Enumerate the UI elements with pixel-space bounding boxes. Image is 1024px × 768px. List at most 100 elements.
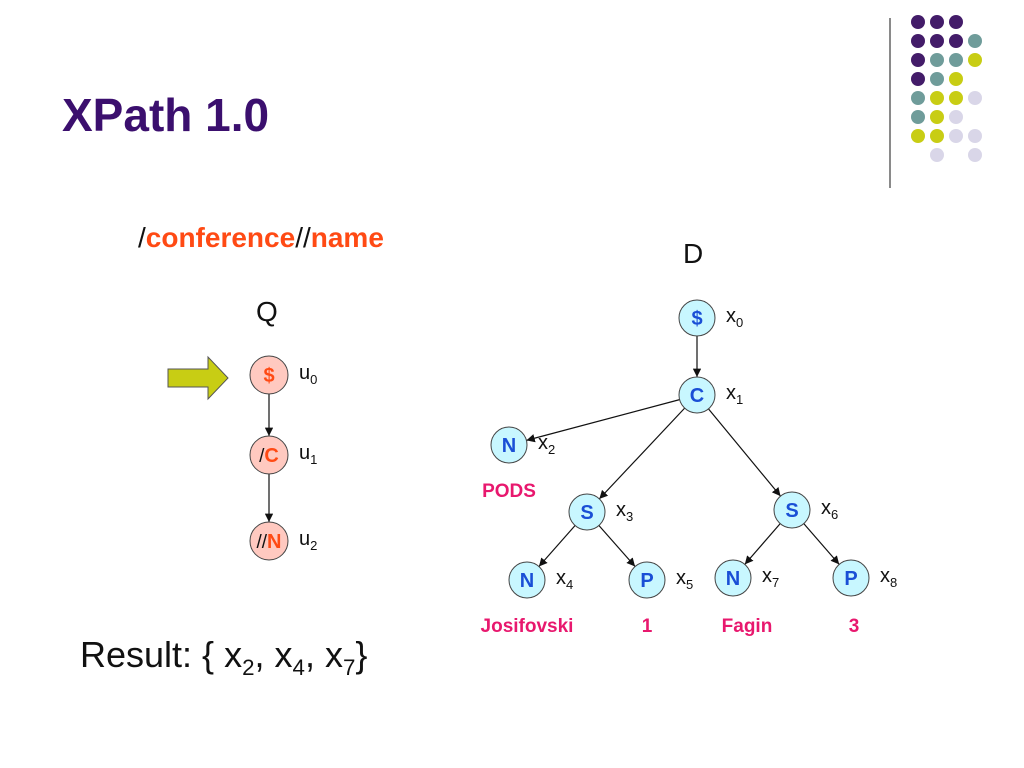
result-suffix: } — [355, 634, 368, 675]
doc-node-circle — [490, 426, 528, 464]
result-sub-3: 7 — [342, 655, 356, 681]
doc-node-var-sub: 2 — [548, 442, 555, 457]
doc-node-value: Fagin — [722, 616, 773, 637]
doc-edge-x6-x7 — [744, 523, 781, 565]
query-step-name: name — [310, 222, 384, 253]
decor-dot-lavender — [949, 110, 963, 124]
doc-node-label: N — [502, 435, 516, 457]
decor-dot-purple — [930, 34, 944, 48]
query-node-var-sub: 1 — [310, 452, 317, 467]
decor-dot-purple — [911, 53, 925, 67]
doc-node-x0: $ x0 — [678, 299, 743, 337]
arrow-right-icon — [167, 355, 229, 401]
doc-node-var-sub: 6 — [831, 507, 838, 522]
doc-node-var: x7 — [762, 565, 779, 590]
doc-node-value: 1 — [642, 616, 653, 637]
decor-dot-teal — [930, 72, 944, 86]
decor-dot-lavender — [949, 129, 963, 143]
doc-edge-x6-x8 — [803, 523, 840, 565]
query-node-axis: / — [259, 446, 265, 467]
doc-node-circle — [678, 299, 716, 337]
decor-dot-purple — [911, 72, 925, 86]
doc-node-label: S — [785, 500, 798, 522]
query-node-circle — [249, 521, 289, 561]
doc-node-label: S — [580, 502, 593, 524]
doc-node-var-sub: 7 — [772, 575, 779, 590]
doc-node-value: PODS — [482, 481, 536, 502]
doc-node-label: P — [640, 570, 653, 592]
decor-dot-purple — [949, 15, 963, 29]
decor-dot-teal — [911, 110, 925, 124]
doc-node-circle — [678, 376, 716, 414]
doc-node-label: $ — [691, 308, 702, 330]
doc-node-var-sub: 8 — [890, 575, 897, 590]
doc-node-var: x1 — [726, 382, 743, 407]
query-step-conference: conference — [145, 222, 296, 253]
doc-edge-x3-x4 — [538, 525, 576, 567]
doc-node-var: x3 — [616, 499, 633, 524]
doc-node-var: x4 — [556, 567, 573, 592]
decor-dot-lavender — [968, 129, 982, 143]
doc-edge-x1-x6 — [708, 408, 781, 497]
query-node-axis: // — [256, 532, 267, 553]
query-node-test: $ — [263, 365, 274, 387]
query-node-var: u2 — [299, 528, 317, 553]
doc-node-var: x0 — [726, 305, 743, 330]
result-sub-2: 4 — [292, 655, 305, 681]
query-node-circle — [249, 435, 289, 475]
doc-node-label: P — [844, 568, 857, 590]
doc-node-circle — [832, 559, 870, 597]
doc-node-value: 3 — [849, 616, 860, 637]
decor-dot-yellow — [930, 91, 944, 105]
decor-dot-lavender — [968, 148, 982, 162]
doc-node-var-sub: 0 — [736, 315, 743, 330]
doc-node-var: x5 — [676, 567, 693, 592]
doc-node-var: x8 — [880, 565, 897, 590]
doc-node-value: Josifovski — [481, 616, 574, 637]
slide-title: XPath 1.0 — [62, 89, 270, 141]
doc-node-var-sub: 4 — [566, 577, 573, 592]
query-node-var-sub: 0 — [310, 372, 317, 387]
query-slash: / — [138, 222, 146, 253]
doc-edge-x3-x5 — [598, 525, 636, 567]
document-tree-label: D — [683, 238, 704, 269]
decor-dot-lavender — [968, 91, 982, 105]
decor-dot-yellow — [949, 72, 963, 86]
query-node-var-sub: 2 — [310, 538, 317, 553]
decor-dot-teal — [968, 34, 982, 48]
query-node-label: //N — [256, 531, 281, 553]
doc-node-circle — [568, 493, 606, 531]
result-prefix: Result: { x — [80, 634, 243, 675]
doc-node-label: N — [520, 570, 534, 592]
doc-node-var: x2 — [538, 432, 555, 457]
doc-edge-x1-x2 — [526, 399, 680, 443]
doc-node-circle — [508, 561, 546, 599]
query-descendant-slash: // — [295, 222, 311, 253]
decor-dot-purple — [911, 15, 925, 29]
result-sep-1: , x — [254, 634, 293, 675]
doc-node-circle — [773, 491, 811, 529]
query-node-test: N — [267, 531, 281, 553]
query-node-circle — [249, 355, 289, 395]
query-node-var: u0 — [299, 362, 317, 387]
decor-dot-lavender — [930, 148, 944, 162]
result-line: Result: { x2, x4, x7} — [80, 634, 367, 681]
query-node-u0: $ u0 — [249, 355, 317, 395]
decor-dot-purple — [911, 34, 925, 48]
query-node-test: C — [264, 445, 278, 467]
query-tree-label: Q — [256, 296, 278, 327]
doc-node-var-sub: 5 — [686, 577, 693, 592]
decor-dot-yellow — [968, 53, 982, 67]
decorative-divider — [889, 18, 891, 188]
decor-dot-yellow — [930, 110, 944, 124]
doc-node-label: C — [690, 385, 704, 407]
